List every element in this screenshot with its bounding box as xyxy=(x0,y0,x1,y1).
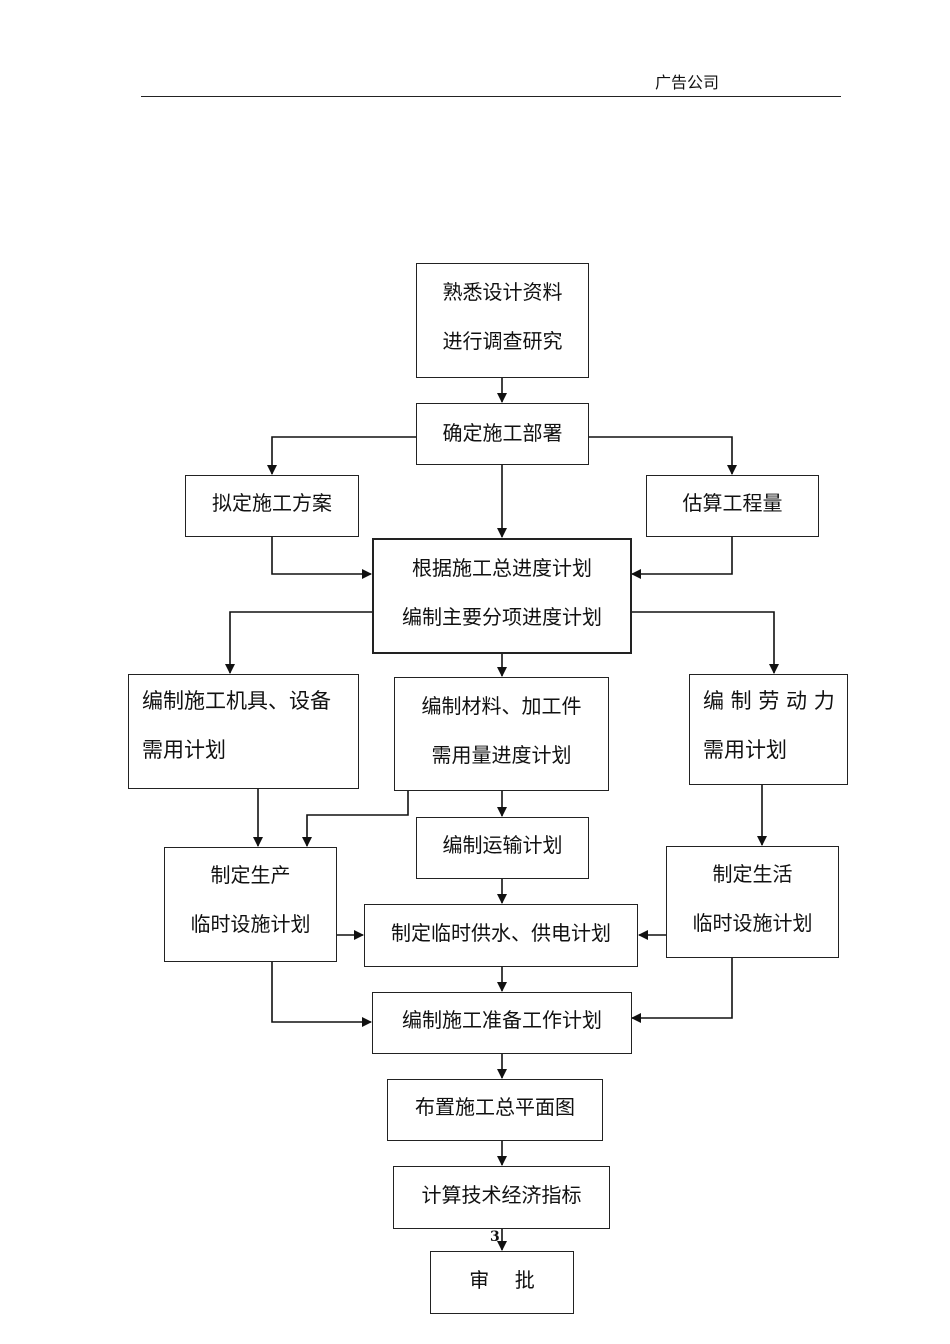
node-approve: 审 批 xyxy=(430,1251,574,1314)
node-familiarize-line-2: 进行调查研究 xyxy=(442,329,563,353)
node-layout: 布置施工总平面图 xyxy=(387,1079,603,1141)
node-familiarize: 熟悉设计资料 进行调查研究 xyxy=(416,263,589,378)
node-prep: 编制施工准备工作计划 xyxy=(372,992,632,1054)
arrow-prodtemp-prep xyxy=(271,962,372,1027)
header-rule xyxy=(141,96,841,97)
arrow-lifetemp-prep xyxy=(631,958,733,1023)
arrow-schedule-machinery xyxy=(225,611,373,674)
arrow-materials-prodtemp xyxy=(302,791,409,847)
arrow-scheme-schedule xyxy=(271,537,372,579)
node-approve-line-1: 审 批 xyxy=(469,1268,535,1292)
node-scheme-line-1: 拟定施工方案 xyxy=(212,491,332,515)
node-machinery-line-1: 编制施工机具、设备 xyxy=(142,689,331,713)
node-life-temp: 制定生活 临时设施计划 xyxy=(666,846,839,958)
node-quantity: 估算工程量 xyxy=(646,475,819,537)
node-life-temp-line-2: 临时设施计划 xyxy=(692,911,813,935)
node-deploy-line-1: 确定施工部署 xyxy=(442,421,563,445)
node-scheme: 拟定施工方案 xyxy=(185,475,359,537)
arrow-quantity-schedule xyxy=(631,537,733,579)
node-prod-temp-line-2: 临时设施计划 xyxy=(190,912,311,936)
node-indicators: 计算技术经济指标 xyxy=(393,1166,610,1229)
node-labor-line-1: 编 制 劳 动 力 xyxy=(703,689,835,713)
node-materials-line-2: 需用量进度计划 xyxy=(431,743,572,767)
node-prod-temp: 制定生产 临时设施计划 xyxy=(164,847,337,962)
arrow-schedule-labor xyxy=(631,611,779,674)
node-materials-line-1: 编制材料、加工件 xyxy=(421,694,582,718)
node-familiarize-line-1: 熟悉设计资料 xyxy=(442,280,563,304)
node-prod-temp-line-1: 制定生产 xyxy=(210,863,291,887)
node-deploy: 确定施工部署 xyxy=(416,403,589,465)
node-indicators-line-1: 计算技术经济指标 xyxy=(421,1183,582,1207)
node-materials: 编制材料、加工件 需用量进度计划 xyxy=(394,677,609,791)
page-number: 3 xyxy=(490,1229,500,1245)
node-schedule-line-1: 根据施工总进度计划 xyxy=(412,556,592,580)
node-transport: 编制运输计划 xyxy=(416,817,589,879)
node-water-power-line-1: 制定临时供水、供电计划 xyxy=(391,921,611,945)
node-machinery: 编制施工机具、设备 需用计划 xyxy=(128,674,359,789)
node-transport-line-1: 编制运输计划 xyxy=(442,833,563,857)
arrow-deploy-quantity xyxy=(588,436,737,475)
node-prep-line-1: 编制施工准备工作计划 xyxy=(402,1008,602,1032)
arrow-deploy-scheme xyxy=(267,436,416,475)
node-schedule: 根据施工总进度计划 编制主要分项进度计划 xyxy=(372,538,632,654)
node-quantity-line-1: 估算工程量 xyxy=(682,491,783,515)
node-labor: 编 制 劳 动 力 需用计划 xyxy=(689,674,848,785)
node-machinery-line-2: 需用计划 xyxy=(142,738,226,762)
node-labor-line-2: 需用计划 xyxy=(703,738,787,762)
company-header: 广告公司 xyxy=(655,73,720,92)
node-life-temp-line-1: 制定生活 xyxy=(712,862,793,886)
node-water-power: 制定临时供水、供电计划 xyxy=(364,904,638,967)
node-layout-line-1: 布置施工总平面图 xyxy=(415,1095,575,1119)
node-schedule-line-2: 编制主要分项进度计划 xyxy=(402,605,602,629)
